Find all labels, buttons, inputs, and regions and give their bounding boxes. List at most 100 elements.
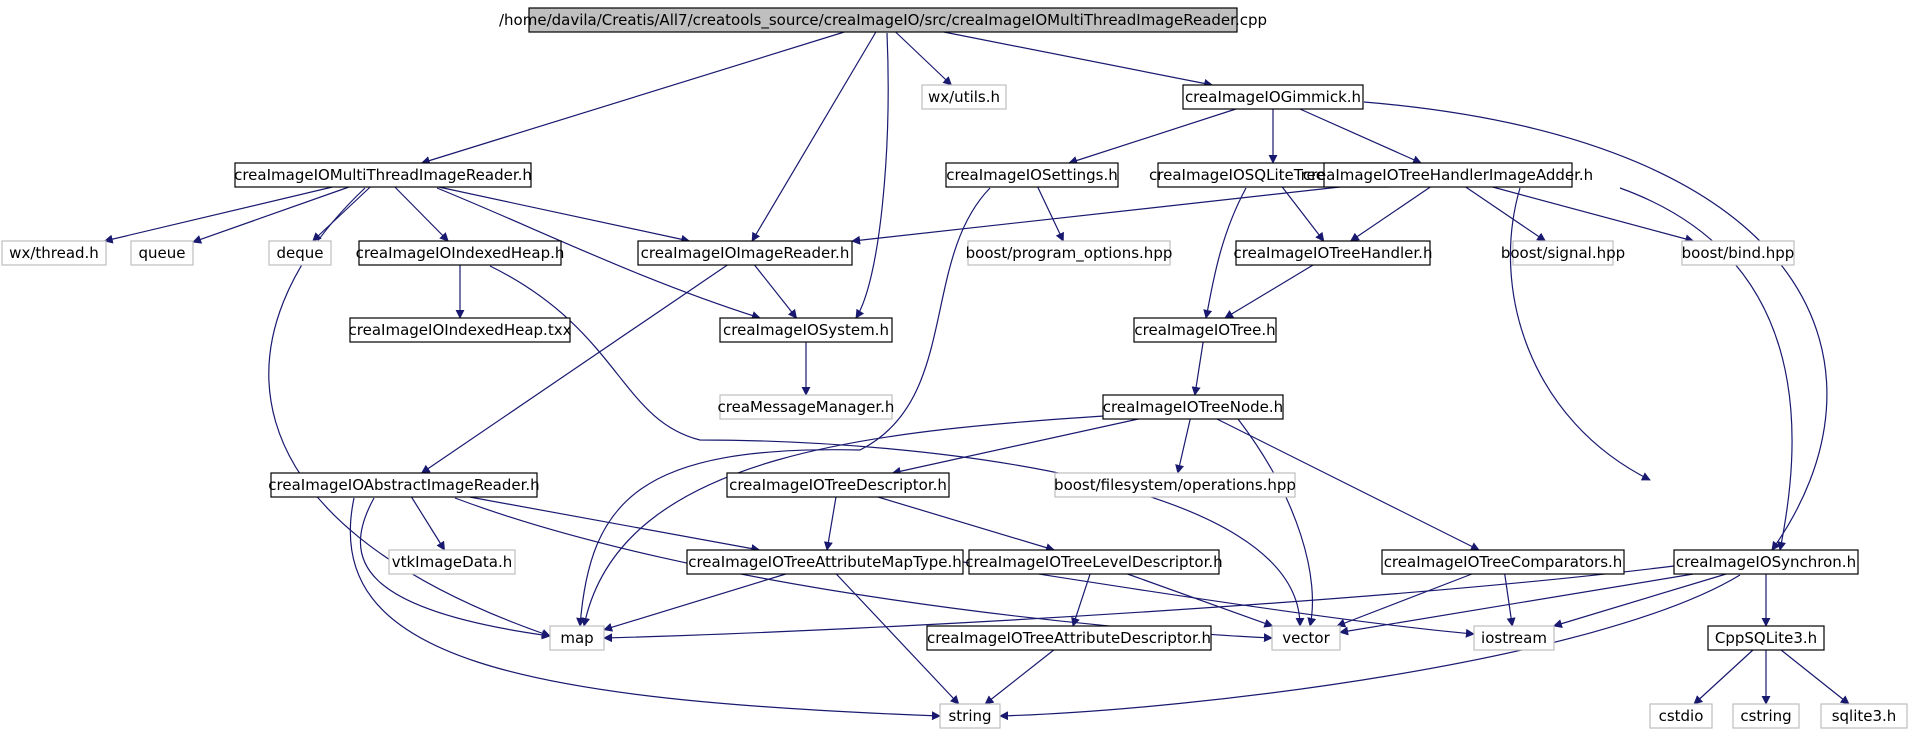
edge-treedesc_h-to-leveldesc_h xyxy=(877,496,1055,552)
edge-mtreader_h-to-system_h xyxy=(436,187,761,320)
node-indexedheap-h[interactable]: creaImageIOIndexedHeap.h xyxy=(356,240,565,266)
edge-adder_h-to-bind xyxy=(1492,186,1695,244)
node-box xyxy=(1133,317,1277,343)
edge-attrmap_h-to-string xyxy=(835,573,960,705)
edge-imagereader_h-to-absreader_h xyxy=(420,264,728,474)
edge-synchron_h-to-vector xyxy=(1339,573,1694,636)
edge-root-to-wxutils xyxy=(895,31,953,86)
node-attrdesc-h[interactable]: creaImageIOTreeAttributeDescriptor.h xyxy=(926,625,1212,651)
node-label: creaImageIOGimmick.h xyxy=(1185,88,1361,106)
node-adder-h[interactable]: creaImageIOTreeHandlerImageAdder.h xyxy=(1303,162,1593,188)
node-label: creaImageIOTreeNode.h xyxy=(1103,398,1283,416)
node-label: creaImageIOImageReader.h xyxy=(641,244,850,262)
node-treedesc-h[interactable]: creaImageIOTreeDescriptor.h xyxy=(726,472,950,498)
node-iostream: iostream xyxy=(1473,625,1555,651)
node-box xyxy=(726,472,950,498)
node-box xyxy=(968,549,1220,575)
edge-tree_h-to-treenode_h xyxy=(1191,341,1204,396)
node-label: creaImageIOTreeComparators.h xyxy=(1384,553,1623,571)
edge-layer xyxy=(103,31,1850,721)
edge-adder_h-to-synchron_h xyxy=(1619,187,1793,551)
node-imagereader-h[interactable]: creaImageIOImageReader.h xyxy=(637,240,853,266)
node-treehandler-h[interactable]: creaImageIOTreeHandler.h xyxy=(1234,240,1433,266)
node-root[interactable]: /home/davila/Creatis/All7/creatools_sour… xyxy=(499,7,1267,33)
node-box xyxy=(921,84,1007,110)
edge-absreader_h-to-map xyxy=(360,497,551,640)
node-synchron-h[interactable]: creaImageIOSynchron.h xyxy=(1673,549,1859,575)
edge-treehandler_h-to-tree_h xyxy=(1224,264,1314,319)
node-cppsqlite[interactable]: CppSQLite3.h xyxy=(1707,625,1825,651)
edge-root-to-gimmick_h xyxy=(943,31,1214,88)
node-treenode-h[interactable]: creaImageIOTreeNode.h xyxy=(1102,394,1284,420)
node-box xyxy=(686,549,964,575)
node-box xyxy=(358,240,562,266)
edge-root-to-imagereader_h xyxy=(751,31,877,242)
node-comparators-h[interactable]: creaImageIOTreeComparators.h xyxy=(1381,549,1625,575)
edge-gimmick_h-to-adder_h xyxy=(1299,108,1422,164)
node-box xyxy=(1182,84,1364,110)
node-label: creaImageIOSettings.h xyxy=(946,166,1118,184)
node-label: boost/filesystem/operations.hpp xyxy=(1054,476,1296,494)
node-box xyxy=(1271,625,1341,651)
node-vtkimg: vtkImageData.h xyxy=(388,549,516,575)
node-label: creaImageIOIndexedHeap.h xyxy=(356,244,565,262)
edge-adder_h-to-imagereader_h xyxy=(851,186,1340,245)
edge-root-to-system_h xyxy=(855,32,889,319)
node-absreader-h[interactable]: creaImageIOAbstractImageReader.h xyxy=(268,472,540,498)
edge-sqlite_h-to-tree_h xyxy=(1203,187,1247,319)
edge-settings_h-to-map xyxy=(576,187,991,627)
node-label: boost/signal.hpp xyxy=(1501,244,1625,262)
node-label: creaImageIOTreeHandlerImageAdder.h xyxy=(1303,166,1593,184)
node-label: wx/thread.h xyxy=(9,244,99,262)
node-label: deque xyxy=(276,244,323,262)
node-fsops: boost/filesystem/operations.hpp xyxy=(1054,472,1296,498)
edge-cppsqlite-to-cstdio xyxy=(1693,649,1754,705)
node-bind: boost/bind.hpp xyxy=(1681,240,1795,266)
node-string: string xyxy=(939,703,1001,729)
edge-cppsqlite-to-sqlite3 xyxy=(1780,649,1850,705)
node-label: creaMessageManager.h xyxy=(718,398,895,416)
node-label: vtkImageData.h xyxy=(392,553,513,571)
node-sqlite3: sqlite3.h xyxy=(1820,703,1908,729)
node-tree-h[interactable]: creaImageIOTree.h xyxy=(1133,317,1277,343)
node-gimmick-h[interactable]: creaImageIOGimmick.h xyxy=(1182,84,1364,110)
edge-adder_h-to-iostream xyxy=(1509,187,1651,481)
node-label: creaImageIOTreeAttributeMapType.h xyxy=(688,553,962,571)
node-label: queue xyxy=(139,244,186,262)
node-box xyxy=(1,240,107,266)
node-attrmap-h[interactable]: creaImageIOTreeAttributeMapType.h xyxy=(686,549,964,575)
edge-leveldesc_h-to-attrdesc_h xyxy=(1071,573,1091,627)
node-box xyxy=(945,162,1119,188)
node-label: creaImageIOAbstractImageReader.h xyxy=(268,476,539,494)
node-box xyxy=(1381,549,1625,575)
node-layer: /home/davila/Creatis/All7/creatools_sour… xyxy=(1,7,1908,729)
node-leveldesc-h[interactable]: creaImageIOTreeLevelDescriptor.h xyxy=(965,549,1223,575)
edge-sqlite_h-to-treehandler_h xyxy=(1281,186,1325,242)
edge-imagereader_h-to-system_h xyxy=(754,264,798,319)
node-box xyxy=(130,240,194,266)
node-box xyxy=(349,317,571,343)
node-indexedheap-txx[interactable]: creaImageIOIndexedHeap.txx xyxy=(349,317,572,343)
node-cstring: cstring xyxy=(1732,703,1800,729)
edge-adder_h-to-treehandler_h xyxy=(1349,186,1431,242)
edge-treenode_h-to-map xyxy=(581,413,1137,627)
node-label: map xyxy=(560,629,593,647)
edge-comparators_h-to-vector xyxy=(1336,573,1473,628)
node-label: creaImageIOTreeAttributeDescriptor.h xyxy=(927,629,1211,647)
node-settings-h[interactable]: creaImageIOSettings.h xyxy=(945,162,1119,188)
edge-attrmap_h-to-iostream xyxy=(962,561,1475,638)
edge-comparators_h-to-iostream xyxy=(1504,573,1516,627)
node-label: creaImageIOSynchron.h xyxy=(1676,553,1856,571)
node-mtreader-h[interactable]: creaImageIOMultiThreadImageReader.h xyxy=(234,162,532,188)
node-cstdio: cstdio xyxy=(1649,703,1713,729)
node-msgmgr: creaMessageManager.h xyxy=(718,394,895,420)
node-box xyxy=(1707,625,1825,651)
edge-mtreader_h-to-wxthread xyxy=(103,186,333,244)
edge-treenode_h-to-vector xyxy=(1237,418,1317,627)
node-box xyxy=(270,472,538,498)
node-system-h[interactable]: creaImageIOSystem.h xyxy=(719,317,893,343)
node-label: creaImageIOSystem.h xyxy=(723,321,889,339)
node-deque: deque xyxy=(268,240,332,266)
edge-gimmick_h-to-synchron_h xyxy=(1363,101,1828,551)
